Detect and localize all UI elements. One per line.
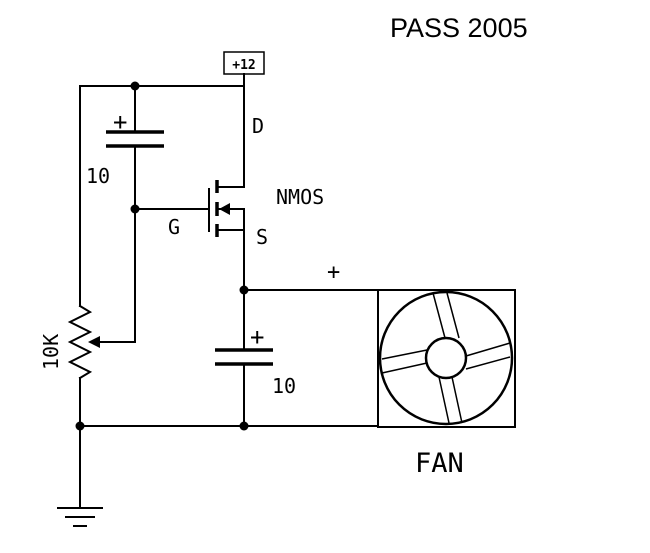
nmos-transistor [208,85,245,291]
supply-label: +12 [232,58,255,73]
drain-label: D [252,114,264,138]
mosfet-type-label: NMOS [276,185,324,209]
top-rail [79,73,245,87]
fan-plus-label: + [327,260,340,285]
supply-terminal: +12 [223,51,265,75]
bottom-capacitor-plus: + [250,323,264,351]
potentiometer [67,85,136,427]
fan-icon [377,289,516,428]
bottom-capacitor [215,289,273,427]
junction-bottom-mid [239,421,249,431]
ground-symbol [57,425,103,527]
fan-label: FAN [415,448,464,479]
bottom-capacitor-value: 10 [272,374,296,398]
top-capacitor-plus: + [113,108,127,136]
gate-label: G [168,215,180,239]
potentiometer-value: 10K [39,334,63,370]
title: PASS 2005 [390,13,528,43]
top-capacitor-value: 10 [86,164,110,188]
top-capacitor [106,85,164,343]
source-label: S [256,225,268,249]
